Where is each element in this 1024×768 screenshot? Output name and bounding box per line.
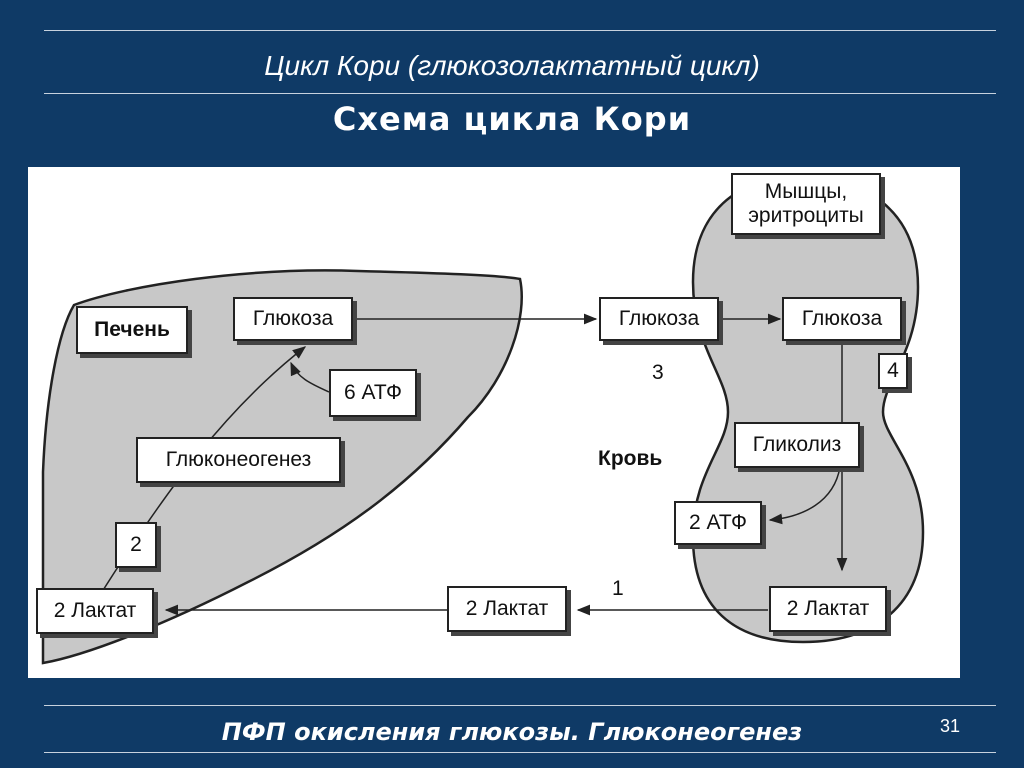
- step-4-box: 4: [878, 353, 908, 389]
- gluconeogenesis-box: Глюконеогенез: [136, 437, 341, 483]
- blood-label: Кровь: [598, 447, 663, 470]
- blood-glucose-label: Глюкоза: [618, 306, 700, 330]
- liver-lactate-label: 2 Лактат: [53, 598, 137, 622]
- step-4-label: 4: [887, 358, 899, 382]
- step-2-box: 2: [115, 522, 157, 568]
- step-2-label: 2: [130, 532, 142, 556]
- blood-glucose-box: Глюкоза: [599, 297, 719, 341]
- glycolysis-label: Гликолиз: [752, 432, 842, 456]
- title-rule: [44, 93, 996, 94]
- arrow-glycolysis-to-atp: [768, 466, 841, 525]
- liver-glucose-label: Глюкоза: [252, 306, 334, 330]
- slide-title: Цикл Кори (глюкозолактатный цикл): [264, 50, 760, 81]
- liver-lactate-box: 2 Лактат: [36, 588, 154, 634]
- diagram-heading: Схема цикла Кори: [332, 100, 692, 138]
- liver-label: Печень: [94, 317, 170, 341]
- muscle-glucose-label: Глюкоза: [801, 306, 883, 330]
- page-number: 31: [939, 716, 961, 736]
- muscle-lactate-box: 2 Лактат: [769, 586, 887, 632]
- muscle-shape: [691, 175, 925, 644]
- slide-footer: ПФП окисления глюкозы. Глюконеогенез: [221, 718, 803, 746]
- muscle-lactate-label: 2 Лактат: [786, 596, 870, 620]
- blood-lactate-label: 2 Лактат: [465, 596, 549, 620]
- footer-rule: [44, 705, 996, 706]
- atp-6-label: 6 АТФ: [344, 380, 402, 404]
- blood-lactate-box: 2 Лактат: [447, 586, 567, 632]
- cori-cycle-diagram: Печень Глюкоза 6 АТФ Глюконеогенез 2 2 Л…: [28, 167, 960, 678]
- glycolysis-box: Гликолиз: [734, 422, 860, 468]
- arrow-atp-consumption: [290, 361, 330, 393]
- bottom-rule: [44, 752, 996, 753]
- atp-2-box: 2 АТФ: [674, 501, 762, 545]
- liver-glucose-box: Глюкоза: [233, 297, 353, 341]
- muscle-label: Мышцы, эритроциты: [748, 179, 864, 227]
- gluconeogenesis-label: Глюконеогенез: [165, 447, 312, 471]
- step-3-label: 3: [652, 361, 664, 384]
- liver-label-box: Печень: [76, 306, 188, 354]
- muscle-glucose-box: Глюкоза: [782, 297, 902, 341]
- top-rule: [44, 30, 996, 31]
- atp-2-label: 2 АТФ: [689, 510, 747, 534]
- atp-6-box: 6 АТФ: [329, 369, 417, 417]
- muscle-label-box: Мышцы, эритроциты: [731, 173, 881, 235]
- step-1-label: 1: [612, 577, 624, 600]
